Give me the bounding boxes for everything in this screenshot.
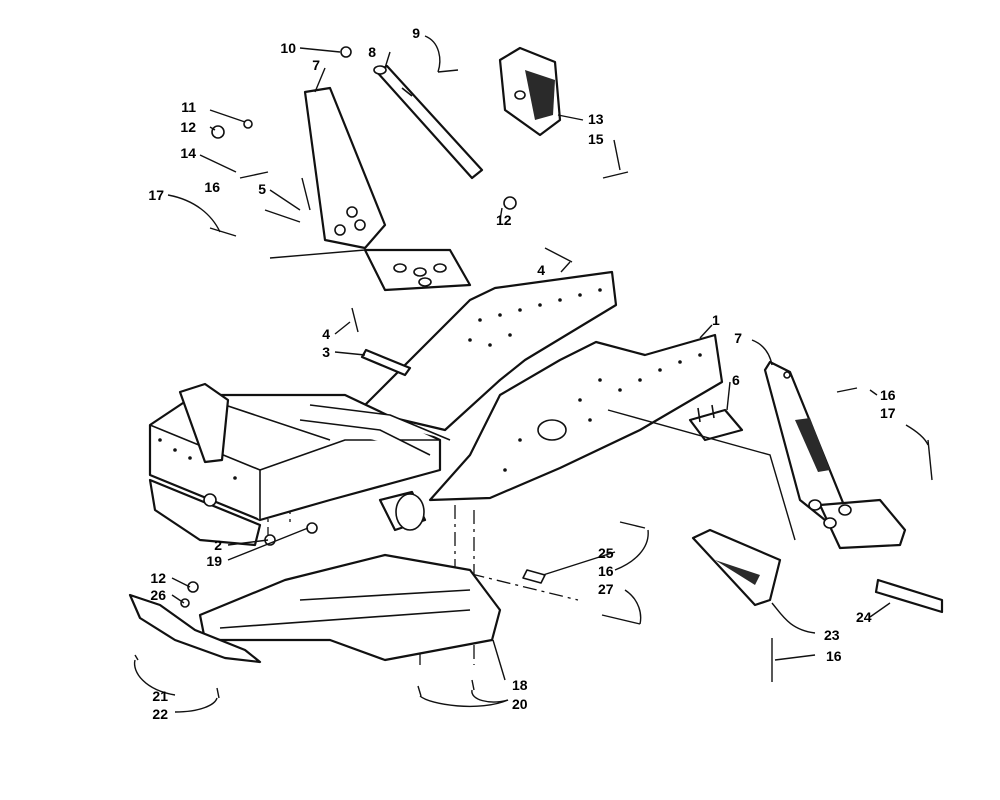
callout-15: 15 — [588, 131, 604, 147]
part-3-strip — [360, 348, 412, 377]
steering-post-assembly — [303, 46, 562, 292]
callout-25: 25 — [598, 545, 614, 561]
callout-6: 6 — [732, 372, 740, 388]
front-skid-plate — [128, 593, 262, 664]
parts-23-24 — [691, 528, 944, 614]
callout-10: 10 — [280, 40, 296, 56]
callout-21: 21 — [152, 688, 168, 704]
callout-2: 2 — [214, 537, 222, 553]
callout-16-bottom: 16 — [826, 648, 842, 664]
callout-12-right: 12 — [496, 212, 512, 228]
callout-9: 9 — [412, 25, 420, 41]
callout-14: 14 — [180, 145, 196, 161]
callout-7-upper: 7 — [312, 57, 320, 73]
callout-5: 5 — [258, 181, 266, 197]
callout-23: 23 — [824, 627, 840, 643]
belly-pan — [198, 553, 502, 662]
callout-17-left: 17 — [148, 187, 164, 203]
callout-16-mid: 16 — [598, 563, 614, 579]
callout-19: 19 — [206, 553, 222, 569]
callout-20: 20 — [512, 696, 528, 712]
callout-16-left: 16 — [204, 179, 220, 195]
callout-17-right: 17 — [880, 405, 896, 421]
part-6-bracket — [688, 404, 744, 442]
leader-lines — [133, 35, 929, 713]
callout-26: 26 — [150, 587, 166, 603]
callout-8: 8 — [368, 44, 376, 60]
callout-7-right: 7 — [734, 330, 742, 346]
callout-22: 22 — [152, 706, 168, 722]
chassis-frame — [148, 270, 724, 547]
callout-12-lower: 12 — [150, 570, 166, 586]
callout-labels: 1 2 3 4 4 5 6 7 7 8 9 10 11 12 12 12 13 … — [148, 25, 895, 722]
callout-16-right: 16 — [880, 387, 896, 403]
callout-1: 1 — [712, 312, 720, 328]
callout-24: 24 — [856, 609, 872, 625]
right-bracket — [763, 360, 907, 550]
callout-3: 3 — [322, 344, 330, 360]
callout-27: 27 — [598, 581, 614, 597]
callout-11: 11 — [181, 99, 196, 115]
callout-4-lower: 4 — [322, 326, 330, 342]
callout-4-upper: 4 — [537, 262, 545, 278]
callout-18: 18 — [512, 677, 528, 693]
callout-13: 13 — [588, 111, 604, 127]
fasteners — [134, 46, 933, 699]
callout-12-upper: 12 — [180, 119, 196, 135]
